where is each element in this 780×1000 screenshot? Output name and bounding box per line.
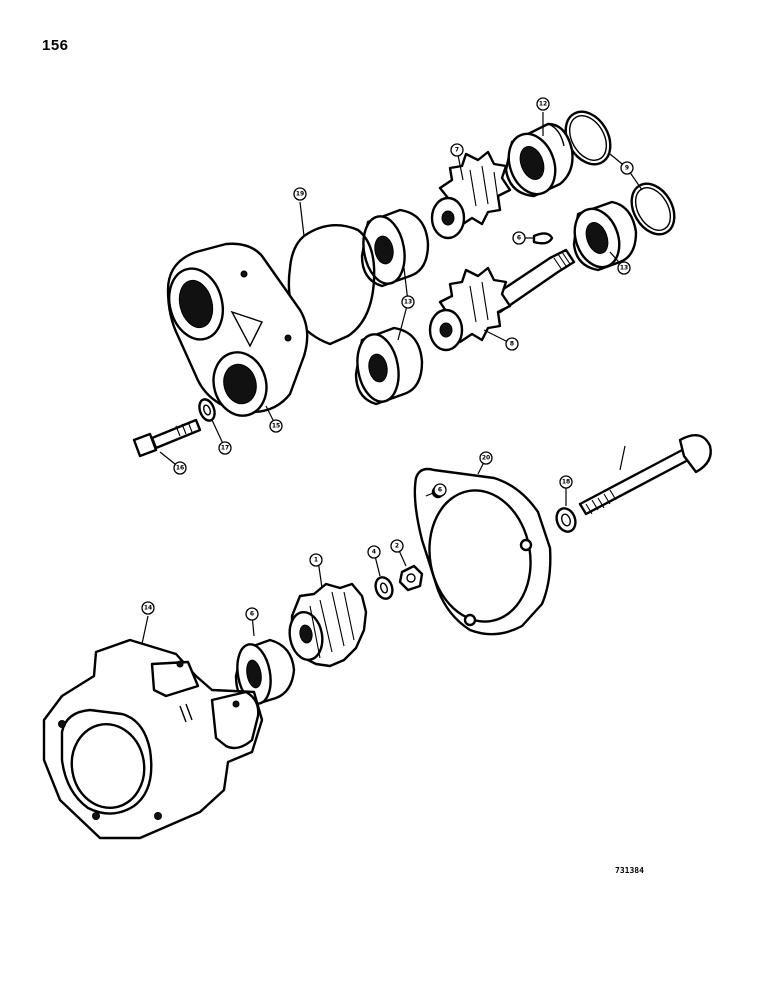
callout-label: 15 [272,423,280,430]
callout-9: 9 [620,161,634,175]
callout-14: 14 [141,601,155,615]
bearing-block-lower [354,326,424,406]
mounting-washer [555,507,577,533]
callout-label: 20 [482,455,490,462]
callout-label: 8 [510,341,514,348]
mounting-bolt [578,434,712,516]
callout-label: 6 [250,611,254,618]
callout-label: 17 [221,445,229,452]
pump-cover [166,242,309,417]
callout-label: 1 [314,557,318,564]
gear-nut [398,564,424,592]
callout-6: 6 [245,607,259,621]
callout-15: 15 [269,419,283,433]
gear-washer [374,576,394,600]
flange-gasket [413,467,552,636]
callout-label: 14 [144,605,152,612]
callout-19: 19 [293,187,307,201]
figure-code: 731384 [615,866,644,875]
pump-body [42,638,264,840]
callout-13: 13 [617,261,631,275]
callout-7: 7 [450,143,464,157]
idler-gear [430,150,512,240]
cover-gasket [287,224,376,346]
callout-2: 2 [390,539,404,553]
callout-label: 16 [176,465,184,472]
key [532,232,554,245]
callout-17: 17 [218,441,232,455]
callout-1: 1 [309,553,323,567]
bearing-block-upper [360,208,430,288]
drive-gear [288,582,368,668]
callout-label: 13 [620,265,628,272]
callout-label: 6 [517,235,521,242]
callout-8: 8 [505,337,519,351]
callout-label: 19 [296,191,304,198]
callout-label: 7 [455,147,459,154]
bushing-upper [504,122,574,198]
callout-label: 6 [438,487,442,494]
cover-washer [198,398,216,422]
callout-label: 18 [562,479,570,486]
callout-4: 4 [367,545,381,559]
callout-label: 12 [539,101,547,108]
callout-label: 13 [404,299,412,306]
oil-seal [234,638,296,708]
bushing-lower [572,200,638,272]
drive-shaft [428,248,576,352]
cover-bolt [132,418,202,458]
callout-13: 13 [401,295,415,309]
callout-16: 16 [173,461,187,475]
callout-12: 12 [536,97,550,111]
callout-20: 20 [479,451,493,465]
callout-18: 18 [559,475,573,489]
page-number: 156 [42,37,69,54]
callout-label: 9 [625,165,629,172]
callout-6: 6 [512,231,526,245]
callout-label: 4 [372,549,376,556]
callout-6: 6 [433,483,447,497]
callout-label: 2 [395,543,399,550]
